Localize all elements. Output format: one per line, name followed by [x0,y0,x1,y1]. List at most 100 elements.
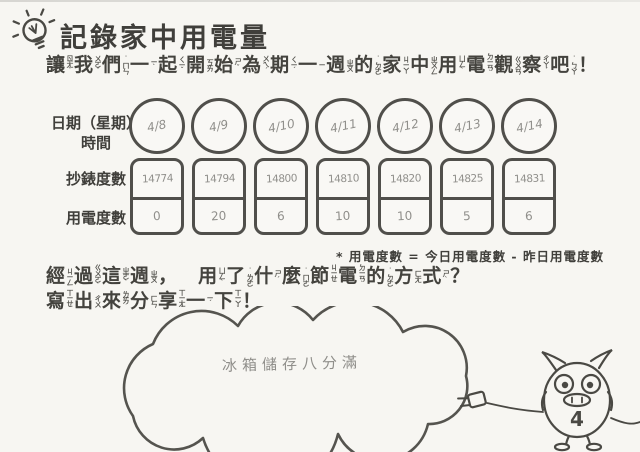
punctuation: ！ [242,289,262,312]
date-circle: 4/10 [253,98,309,154]
ruby-char: 們˙ㄇㄣ [102,53,131,76]
ruby-char: 家ㄐㄧㄚ [382,53,411,76]
plug-icon [457,390,487,409]
ruby-char: 期ㄑㄧˊ [270,53,299,76]
mascot-snout [562,392,592,408]
ruby-char: 電ㄉㄧㄢˋ [338,264,367,288]
ruby-char: 我ㄨㄛˇ [74,53,103,76]
ruby-char: 為ㄨㄟˊ [242,53,271,76]
date-circle: 4/12 [377,98,433,154]
usage-cell: 10 [319,200,367,232]
ruby-char: 用ㄩㄥˋ [198,265,227,287]
ruby-char: 觀ㄍㄨㄢ [494,53,523,76]
date-column: 4/13 [436,98,498,154]
value-column: 14794 20 [188,158,250,235]
power-cord-left [486,402,544,413]
date-column: 4/14 [498,98,560,154]
ruby-char: 的˙ㄉㄜ [354,53,383,76]
date-circle: 4/14 [501,98,557,154]
ruby-char: 一ㄧ [298,53,327,76]
power-cord-right [610,417,640,425]
usage-cell: 6 [257,200,305,232]
handwritten-meter-value: 14774 [141,172,173,186]
meter-reading-cell: 14831 [505,161,553,200]
mascot-left-arm [540,390,548,412]
handwritten-date: 4/9 [208,117,230,135]
handwritten-usage-value: 6 [524,208,534,224]
value-column: 14774 0 [126,158,188,235]
usage-cell: 5 [443,200,491,232]
punctuation: ！ [578,53,598,76]
date-column: 4/12 [374,98,436,154]
usage-formula-note: * 用電度數 = 今日用電度數 - 昨日用電度數 [336,249,604,264]
ruby-char: 一ㄧˊ [186,289,215,312]
ruby-char: 電ㄉㄧㄢˋ [466,53,495,77]
handwritten-date: 4/11 [328,116,358,136]
handwritten-usage-value: 10 [397,208,413,224]
ruby-char: 分ㄈㄣ [130,289,159,312]
ruby-char: 這ㄓㄜˋ [102,265,131,287]
value-cell: 14800 6 [254,158,308,235]
date-column: 4/10 [250,98,312,154]
table-corner-label: 日期（星期） 時間 [36,113,156,153]
handwritten-meter-value: 14820 [389,172,421,186]
usage-cell: 6 [505,200,553,232]
ruby-char: 節ㄐㄧㄝˊ [310,264,339,288]
page-title: 記錄家中用電量 [60,23,270,54]
usage-cell: 20 [195,200,243,232]
ruby-char: 什ㄕˊ [254,265,283,287]
date-circle: 4/8 [129,98,185,154]
value-cell: 14831 6 [502,158,556,235]
answer-cloud [122,306,469,452]
corner-label-line1: 日期（星期） [50,114,141,132]
mascot-right-arm [606,390,614,412]
handwritten-answer: 冰箱儲存八分滿 [221,353,363,375]
handwritten-meter-value: 14794 [203,172,235,186]
row-label-usage: 用電度數 [65,209,126,227]
ruby-char: 出ㄔㄨ [74,289,103,312]
value-cell: 14820 10 [378,158,432,235]
ruby-char: 用ㄩㄥˋ [438,53,467,76]
mascot-left-ear [541,350,567,372]
ruby-char: 麼˙ㄇㄜ [282,265,311,287]
usage-cell: 0 [133,200,181,232]
corner-label-line2: 時間 [80,134,111,152]
handwritten-usage-value: 0 [152,208,162,224]
handwritten-usage-value: 20 [211,208,227,224]
meter-reading-cell: 14810 [319,161,367,200]
ruby-char: 的˙ㄉㄜ [366,265,395,287]
punctuation: ， [158,265,178,287]
meter-reading-cell: 14800 [257,161,305,200]
date-column: 4/8 [126,98,188,154]
date-circles-row: 4/8 4/9 4/10 4/11 4/12 4/13 4/14 [126,98,560,154]
handwritten-meter-value: 14800 [265,172,297,186]
ruby-char: 經ㄐㄧㄥ [46,265,75,287]
handwritten-usage-value: 5 [462,208,472,224]
ruby-char: 了˙ㄌㄜ [226,265,255,287]
handwritten-date: 4/10 [266,116,296,136]
ruby-char: 中ㄓㄨㄥ [410,53,439,76]
handwritten-date: 4/14 [514,116,544,136]
meter-reading-cell: 14820 [381,161,429,200]
value-column: 14800 6 [250,158,312,235]
ruby-char: 起ㄑㄧˇ [158,53,187,76]
ruby-char: 下ㄒㄧㄚˋ [214,289,243,313]
handwritten-date: 4/12 [390,116,420,136]
meter-reading-cell: 14774 [133,161,181,200]
handwritten-date: 4/8 [146,117,168,135]
ruby-char: 寫ㄒㄧㄝˇ [46,289,75,313]
handwritten-usage-value: 10 [335,208,351,224]
ruby-char: 始ㄕˇ [214,53,243,76]
date-circle: 4/9 [191,98,247,154]
date-circle: 4/13 [439,98,495,154]
value-cell: 14774 0 [130,158,184,235]
date-column: 4/11 [312,98,374,154]
punctuation [178,265,197,287]
row-label-meter-reading: 抄錶度數 [65,170,126,188]
